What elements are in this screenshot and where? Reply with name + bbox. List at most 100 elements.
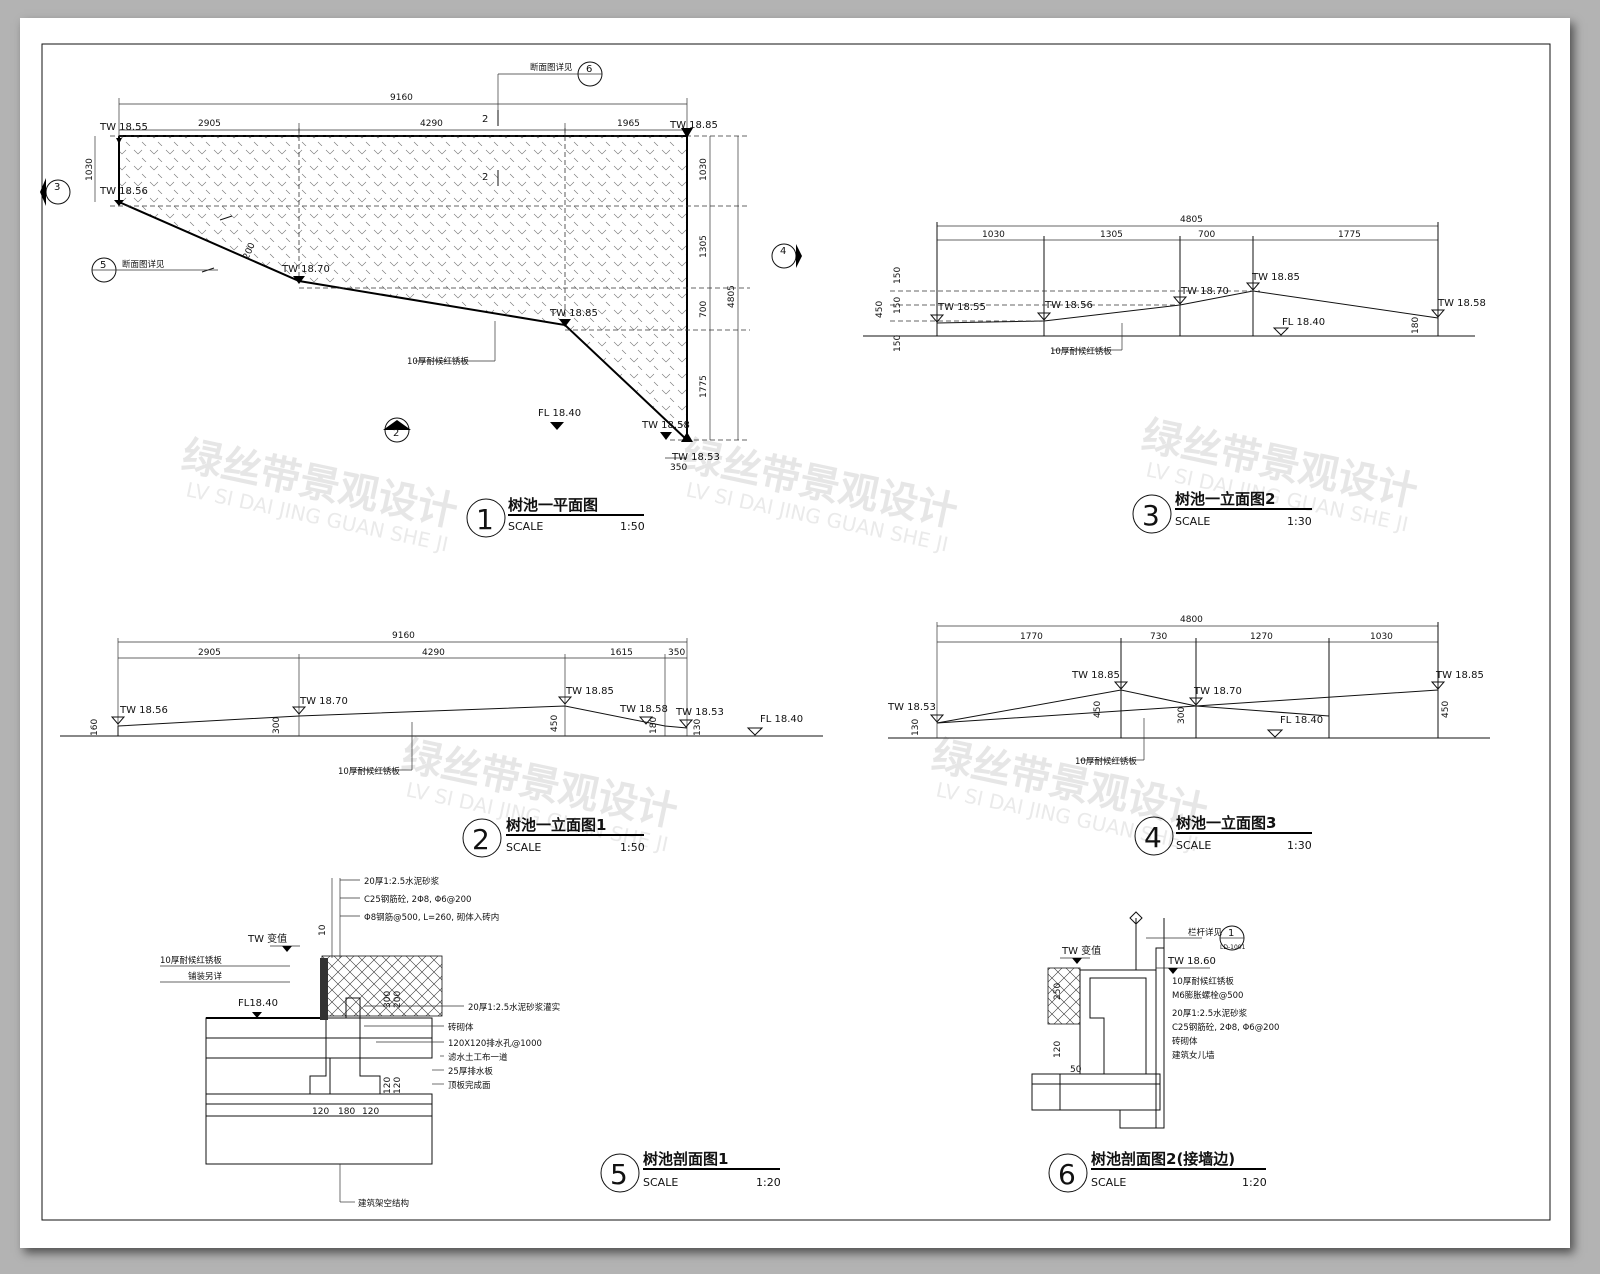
drawing-sheet: 绿丝带景观设计 LV SI DAI JING GUAN SHE JI 绿丝带景观… bbox=[20, 18, 1570, 1248]
svg-text:1965: 1965 bbox=[617, 119, 640, 129]
svg-text:树池一立面图1: 树池一立面图1 bbox=[506, 816, 606, 834]
svg-text:TW 18.58: TW 18.58 bbox=[641, 420, 690, 431]
svg-text:建筑架空结构: 建筑架空结构 bbox=[358, 1198, 409, 1209]
svg-text:TW 18.70: TW 18.70 bbox=[1193, 686, 1242, 697]
svg-text:2905: 2905 bbox=[198, 648, 221, 658]
svg-text:2: 2 bbox=[472, 823, 490, 856]
svg-text:350: 350 bbox=[670, 463, 687, 473]
svg-text:1305: 1305 bbox=[1100, 230, 1123, 240]
svg-text:SCALE: SCALE bbox=[1091, 1176, 1126, 1189]
svg-text:5: 5 bbox=[100, 260, 106, 271]
svg-text:树池一立面图3: 树池一立面图3 bbox=[1176, 814, 1276, 832]
title-1: 1 树池一平面图 SCALE 1:50 bbox=[466, 496, 645, 538]
svg-text:C25钢筋砼, 2Φ8, Φ6@200: C25钢筋砼, 2Φ8, Φ6@200 bbox=[1172, 1022, 1279, 1033]
svg-text:2: 2 bbox=[482, 114, 488, 125]
svg-text:TW 18.85: TW 18.85 bbox=[565, 686, 614, 697]
svg-text:1030: 1030 bbox=[699, 158, 709, 181]
elevation-1: 9160 2905 4290 1615 350 TW 18.56 TW 18.7… bbox=[60, 631, 823, 777]
svg-text:120: 120 bbox=[312, 1107, 329, 1117]
svg-text:FL18.40: FL18.40 bbox=[238, 998, 278, 1009]
svg-text:20厚1:2.5水泥砂浆: 20厚1:2.5水泥砂浆 bbox=[1172, 1008, 1248, 1019]
svg-text:TW 18.58: TW 18.58 bbox=[619, 704, 668, 715]
svg-text:10厚耐候红锈板: 10厚耐候红锈板 bbox=[160, 955, 222, 966]
svg-text:TW 18.53: TW 18.53 bbox=[675, 707, 724, 718]
svg-text:TW 18.53: TW 18.53 bbox=[671, 452, 720, 463]
svg-text:4290: 4290 bbox=[420, 119, 443, 129]
svg-text:180: 180 bbox=[1411, 317, 1421, 334]
svg-text:3: 3 bbox=[1142, 499, 1160, 532]
svg-text:2905: 2905 bbox=[198, 119, 221, 129]
svg-text:3: 3 bbox=[54, 182, 60, 193]
svg-text:LD-1001: LD-1001 bbox=[1220, 944, 1246, 951]
section-2: 栏杆详见 1 LD-1001 TW 变值 TW 18.60 10厚耐候红锈板 M… bbox=[1031, 911, 1279, 1129]
svg-text:180: 180 bbox=[338, 1107, 355, 1117]
svg-text:TW 18.85: TW 18.85 bbox=[1435, 670, 1484, 681]
svg-text:450: 450 bbox=[875, 301, 885, 318]
svg-text:TW 18.85: TW 18.85 bbox=[549, 308, 598, 319]
svg-text:TW 18.70: TW 18.70 bbox=[1180, 286, 1229, 297]
svg-text:TW 18.70: TW 18.70 bbox=[299, 696, 348, 707]
svg-text:1: 1 bbox=[476, 503, 494, 536]
svg-text:1030: 1030 bbox=[85, 158, 95, 181]
svg-text:730: 730 bbox=[1150, 632, 1167, 642]
svg-text:10厚耐候红锈板: 10厚耐候红锈板 bbox=[407, 356, 469, 367]
svg-text:TW 18.55: TW 18.55 bbox=[937, 302, 986, 313]
svg-text:FL 18.40: FL 18.40 bbox=[538, 408, 581, 419]
svg-text:FL 18.40: FL 18.40 bbox=[1280, 715, 1323, 726]
svg-text:1030: 1030 bbox=[1370, 632, 1393, 642]
svg-text:TW 18.56: TW 18.56 bbox=[1044, 300, 1093, 311]
svg-text:5: 5 bbox=[610, 1158, 628, 1191]
svg-text:C25钢筋砼, 2Φ8, Φ6@200: C25钢筋砼, 2Φ8, Φ6@200 bbox=[364, 894, 471, 905]
svg-text:TW 18.53: TW 18.53 bbox=[887, 702, 936, 713]
svg-text:SCALE: SCALE bbox=[508, 520, 543, 533]
svg-text:300: 300 bbox=[272, 717, 282, 734]
svg-text:栏杆详见: 栏杆详见 bbox=[1188, 927, 1223, 938]
svg-text:450: 450 bbox=[1441, 701, 1451, 718]
svg-text:20厚1:2.5水泥砂浆灌实: 20厚1:2.5水泥砂浆灌实 bbox=[468, 1002, 560, 1013]
svg-text:TW 18.58: TW 18.58 bbox=[1437, 298, 1486, 309]
cad-drawing: 绿丝带景观设计 LV SI DAI JING GUAN SHE JI 绿丝带景观… bbox=[40, 43, 1551, 1221]
svg-text:160: 160 bbox=[90, 719, 100, 736]
svg-text:20厚1:2.5水泥砂浆: 20厚1:2.5水泥砂浆 bbox=[364, 876, 440, 887]
svg-text:150: 150 bbox=[893, 297, 903, 314]
svg-text:TW 18.60: TW 18.60 bbox=[1167, 956, 1216, 967]
svg-text:4800: 4800 bbox=[1180, 615, 1203, 625]
svg-text:9160: 9160 bbox=[390, 93, 413, 103]
svg-text:树池一平面图: 树池一平面图 bbox=[508, 496, 598, 514]
title-5: 5 树池剖面图1 SCALE 1:20 bbox=[600, 1150, 781, 1193]
svg-text:2: 2 bbox=[393, 428, 399, 439]
svg-text:M6膨胀螺栓@500: M6膨胀螺栓@500 bbox=[1172, 990, 1243, 1001]
svg-text:10: 10 bbox=[318, 924, 328, 936]
svg-text:1: 1 bbox=[1228, 928, 1234, 939]
plan-view: 9160 2905 4290 1965 1030 1305 700 1775 4… bbox=[40, 61, 802, 473]
svg-text:700: 700 bbox=[699, 301, 709, 318]
svg-text:120: 120 bbox=[393, 1077, 403, 1094]
svg-text:1:20: 1:20 bbox=[756, 1176, 781, 1189]
svg-text:TW 18.85: TW 18.85 bbox=[1251, 272, 1300, 283]
svg-text:250: 250 bbox=[1053, 983, 1063, 1000]
svg-text:1:50: 1:50 bbox=[620, 520, 645, 533]
svg-text:130: 130 bbox=[693, 719, 703, 736]
svg-text:120: 120 bbox=[1053, 1041, 1063, 1058]
svg-text:10厚耐候红锈板: 10厚耐候红锈板 bbox=[338, 766, 400, 777]
svg-text:50: 50 bbox=[1070, 1065, 1082, 1075]
svg-text:1305: 1305 bbox=[699, 235, 709, 258]
svg-text:砖砌体: 砖砌体 bbox=[1172, 1036, 1198, 1047]
svg-text:滤水土工布一道: 滤水土工布一道 bbox=[448, 1052, 508, 1063]
svg-text:350: 350 bbox=[668, 648, 685, 658]
svg-text:1030: 1030 bbox=[982, 230, 1005, 240]
svg-text:FL 18.40: FL 18.40 bbox=[1282, 317, 1325, 328]
svg-text:6: 6 bbox=[586, 64, 592, 75]
svg-text:120: 120 bbox=[383, 1077, 393, 1094]
svg-text:150: 150 bbox=[893, 267, 903, 284]
sheet-frame bbox=[41, 43, 1551, 1221]
svg-text:10厚耐候红锈板: 10厚耐候红锈板 bbox=[1172, 976, 1234, 987]
svg-text:建筑女儿墙: 建筑女儿墙 bbox=[1172, 1050, 1215, 1061]
svg-text:TW 18.56: TW 18.56 bbox=[119, 705, 168, 716]
svg-text:4805: 4805 bbox=[1180, 215, 1203, 225]
svg-text:铺装另详: 铺装另详 bbox=[188, 971, 223, 982]
elevation-2: 4805 1030 1305 700 1775 TW 18.55 TW 18.5… bbox=[863, 215, 1486, 357]
watermark: 绿丝带景观设计 LV SI DAI JING GUAN SHE JI 绿丝带景观… bbox=[178, 413, 1421, 857]
svg-text:SCALE: SCALE bbox=[643, 1176, 678, 1189]
svg-text:1775: 1775 bbox=[1338, 230, 1361, 240]
